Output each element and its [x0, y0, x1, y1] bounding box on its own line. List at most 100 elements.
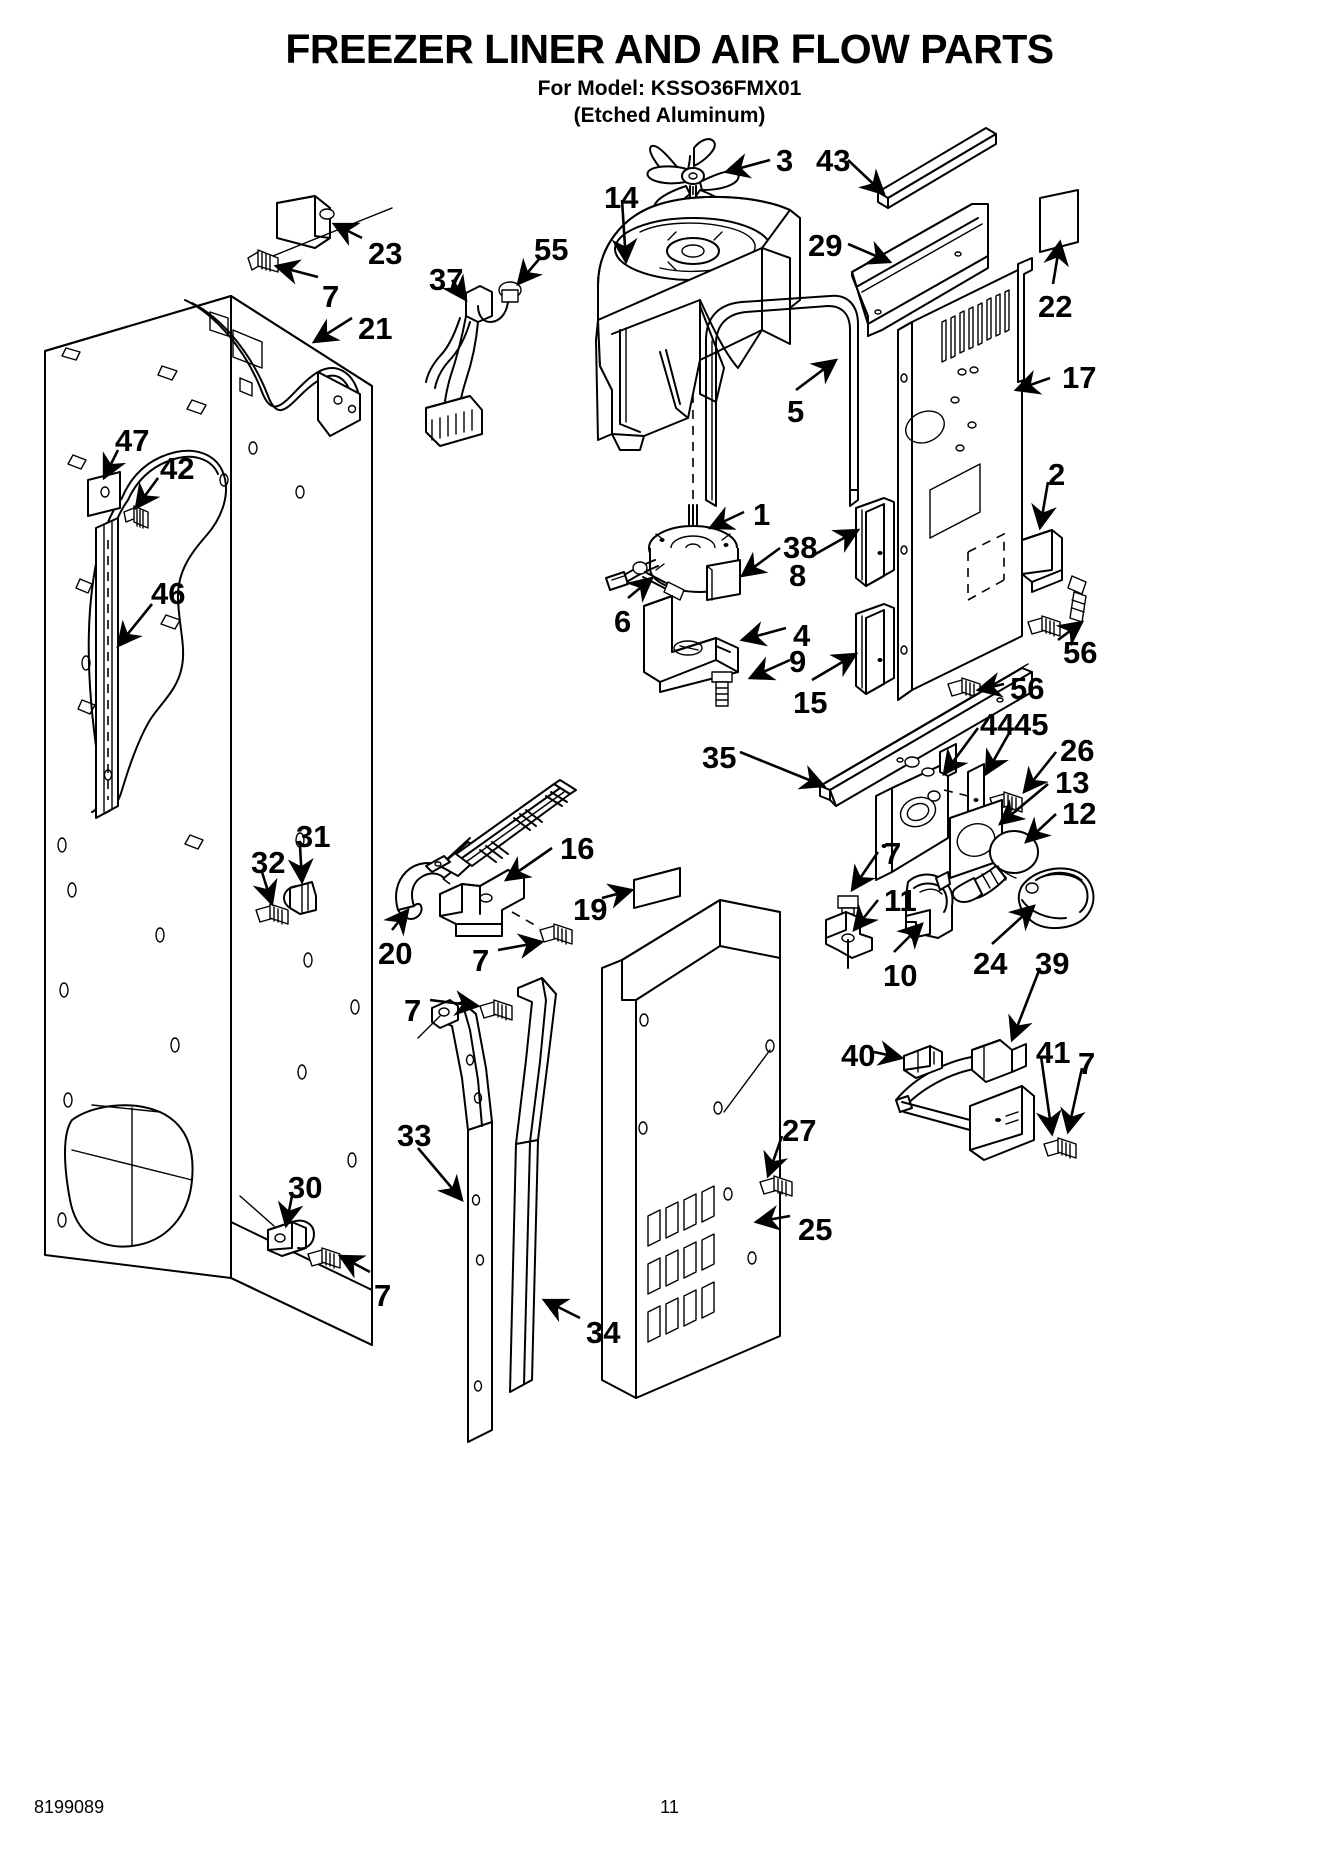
- screw-6: [632, 561, 685, 601]
- callout-56-upper: 56: [1063, 635, 1098, 670]
- callout-24: 24: [973, 946, 1008, 981]
- rail-35: [819, 663, 1033, 807]
- callout-11: 11: [884, 883, 917, 918]
- callout-47: 47: [115, 423, 150, 458]
- page-title: FREEZER LINER AND AIR FLOW PARTS: [285, 26, 1054, 72]
- callout-9: 9: [789, 644, 807, 679]
- callout-55: 55: [534, 232, 569, 267]
- leader-lines: [102, 153, 1086, 1323]
- callout-10: 10: [883, 958, 918, 993]
- callout-41: 41: [1036, 1035, 1071, 1070]
- variant-subtitle: (Etched Aluminum): [573, 104, 766, 128]
- callout-8: 8: [789, 558, 807, 593]
- callout-56-lower: 56: [1010, 671, 1045, 706]
- callout-42: 42: [160, 451, 195, 486]
- callout-40: 40: [841, 1038, 876, 1073]
- screw-7-connector: [1043, 1137, 1077, 1159]
- wiring-harness-37: [425, 285, 493, 447]
- page-footer: 8199089 11: [0, 1797, 1339, 1823]
- callout-43: 43: [816, 143, 851, 178]
- cover-plate-22: [1039, 189, 1079, 253]
- callout-21: 21: [358, 311, 393, 346]
- rear-panel-17: [897, 257, 1033, 701]
- callout-33: 33: [397, 1118, 432, 1153]
- freezer-liner-cabinet: [44, 295, 373, 1346]
- light-bracket-44: [875, 743, 957, 881]
- bracket-4: [643, 595, 739, 693]
- clip-11: [825, 911, 873, 969]
- tubing-loop-5: [705, 294, 859, 507]
- callout-7-rail33: 7: [404, 993, 422, 1028]
- trim-strip-43: [877, 127, 997, 209]
- screw-7-bracket16: [539, 923, 573, 945]
- duct-cover-29: [851, 203, 989, 337]
- sensor-55: [477, 281, 522, 323]
- bracket-2: [1021, 529, 1063, 593]
- spacer-31: [283, 881, 317, 915]
- footer-page-number: 11: [660, 1797, 679, 1817]
- callout-22: 22: [1038, 289, 1073, 324]
- vent-slots: [941, 289, 1010, 363]
- clip-30: [239, 1195, 315, 1257]
- callout-16: 16: [560, 831, 595, 866]
- callout-3: 3: [776, 143, 794, 178]
- callout-5: 5: [787, 394, 805, 429]
- page-header: FREEZER LINER AND AIR FLOW PARTS For Mod…: [0, 0, 1339, 127]
- callout-31: 31: [296, 819, 331, 854]
- callout-14: 14: [604, 180, 639, 215]
- model-subtitle: For Model: KSSO36FMX01: [537, 77, 802, 101]
- trim-rail-34: [509, 977, 557, 1393]
- shim-19: [633, 867, 681, 909]
- light-bulb-12: [951, 830, 1039, 903]
- bracket-16: [439, 869, 541, 937]
- screw-32: [255, 903, 289, 925]
- callout-30: 30: [288, 1170, 323, 1205]
- callout-27: 27: [782, 1113, 817, 1148]
- callout-7-top-left: 7: [322, 279, 340, 314]
- callout-6: 6: [614, 604, 632, 639]
- baffle-15: [855, 603, 895, 695]
- callout-17: 17: [1062, 360, 1097, 395]
- footer-document-number: 8199089: [34, 1797, 105, 1817]
- callout-34: 34: [586, 1315, 621, 1350]
- pad-38: [706, 559, 741, 601]
- fan-shroud-14-29: [595, 195, 801, 451]
- callout-13: 13: [1055, 765, 1090, 800]
- callout-4: 4: [793, 618, 811, 653]
- callout-12: 12: [1062, 796, 1097, 831]
- callout-29: 29: [808, 228, 843, 263]
- callout-1: 1: [753, 497, 771, 532]
- callout-20: 20: [378, 936, 413, 971]
- screw-9: [711, 671, 733, 707]
- callout-7-bracket16: 7: [472, 943, 490, 978]
- wire-harness-39: [895, 1039, 1035, 1161]
- callout-32: 32: [251, 845, 286, 880]
- bracket-23-assembly: [247, 195, 393, 273]
- screw-7-top-left: [247, 249, 279, 273]
- terminal-40: [903, 1045, 943, 1079]
- callout-35: 35: [702, 740, 737, 775]
- callout-38: 38: [783, 530, 818, 565]
- screw-56-upper: [1067, 575, 1087, 623]
- callout-45: 45: [1014, 707, 1049, 742]
- callout-39: 39: [1035, 946, 1070, 981]
- screw-27: [759, 1175, 793, 1197]
- rear-cover-25: [601, 899, 781, 1399]
- screw-56-lower: [1027, 615, 1061, 637]
- callout-37: 37: [429, 262, 464, 297]
- callout-26: 26: [1060, 733, 1095, 768]
- vent-grid-25: [647, 1185, 715, 1343]
- baffle-8: [855, 497, 895, 587]
- screw-7-rail33: [479, 999, 513, 1021]
- callout-15: 15: [793, 685, 828, 720]
- callout-2: 2: [1048, 457, 1066, 492]
- callout-7-connector: 7: [1078, 1046, 1096, 1081]
- callout-19: 19: [573, 892, 608, 927]
- light-shield-24: [1017, 867, 1095, 930]
- callout-7-clip30: 7: [374, 1278, 392, 1313]
- callout-23: 23: [368, 236, 403, 271]
- callout-46: 46: [151, 576, 186, 611]
- callout-25: 25: [798, 1212, 833, 1247]
